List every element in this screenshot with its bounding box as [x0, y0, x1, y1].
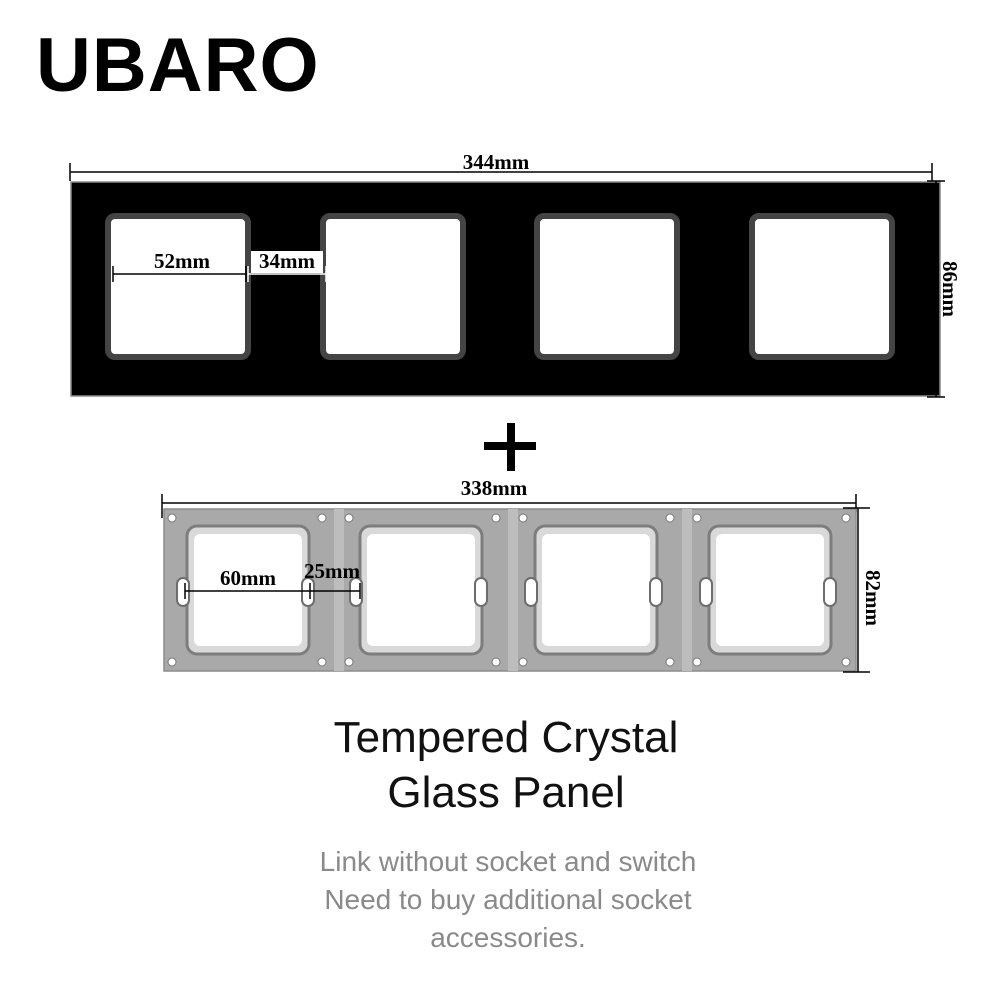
panel-window-label: 52mm — [154, 249, 210, 273]
panel-gap-dimension — [247, 266, 327, 282]
frame-screw-slots — [176, 577, 837, 607]
frame-window-1 — [185, 524, 311, 656]
product-title: Tempered Crystal Glass Panel — [0, 710, 1000, 820]
plus-sign — [484, 423, 536, 471]
product-note-line-1: Link without socket and switch — [319, 846, 697, 877]
panel-windows — [105, 213, 895, 360]
panel-window-dimension — [112, 266, 247, 282]
panel-width-label: 344mm — [463, 150, 530, 174]
frame-window-2 — [358, 524, 484, 656]
frame-gap-label: 25mm — [304, 559, 360, 583]
product-note-line-2: Need to buy additional socket — [324, 884, 692, 915]
panel-window-3 — [534, 213, 680, 360]
panel-window-1 — [105, 213, 251, 360]
product-title-line-1: Tempered Crystal — [333, 713, 679, 762]
frame-window-3 — [533, 524, 659, 656]
panel-width-dimension — [69, 163, 933, 181]
frame-height-dimension — [843, 507, 870, 673]
panel-window-2 — [320, 213, 466, 360]
panel-gap-label: 34mm — [259, 249, 315, 273]
glass-panel: 344mm 52mm 34mm 8 — [69, 150, 962, 398]
frame-window-4 — [707, 524, 833, 656]
product-title-line-2: Glass Panel — [387, 768, 625, 817]
product-note-line-3: accessories. — [430, 922, 586, 953]
panel-gap-label-bg — [251, 251, 323, 273]
brand-logo: UBARO — [36, 23, 320, 108]
product-note: Link without socket and switch Need to b… — [0, 843, 1000, 957]
frame-mount-holes — [167, 513, 851, 667]
frame-windows — [185, 524, 833, 656]
mounting-frame: 338mm — [161, 476, 885, 673]
panel-window-4 — [749, 213, 895, 360]
frame-dividers — [334, 509, 692, 671]
frame-window-label: 60mm — [220, 566, 276, 590]
panel-height-dimension — [927, 180, 945, 398]
frame-gap-dimension — [310, 583, 361, 599]
panel-height-label: 86mm — [938, 261, 962, 317]
frame-height-label: 82mm — [861, 570, 885, 626]
frame-width-label: 338mm — [461, 476, 528, 500]
